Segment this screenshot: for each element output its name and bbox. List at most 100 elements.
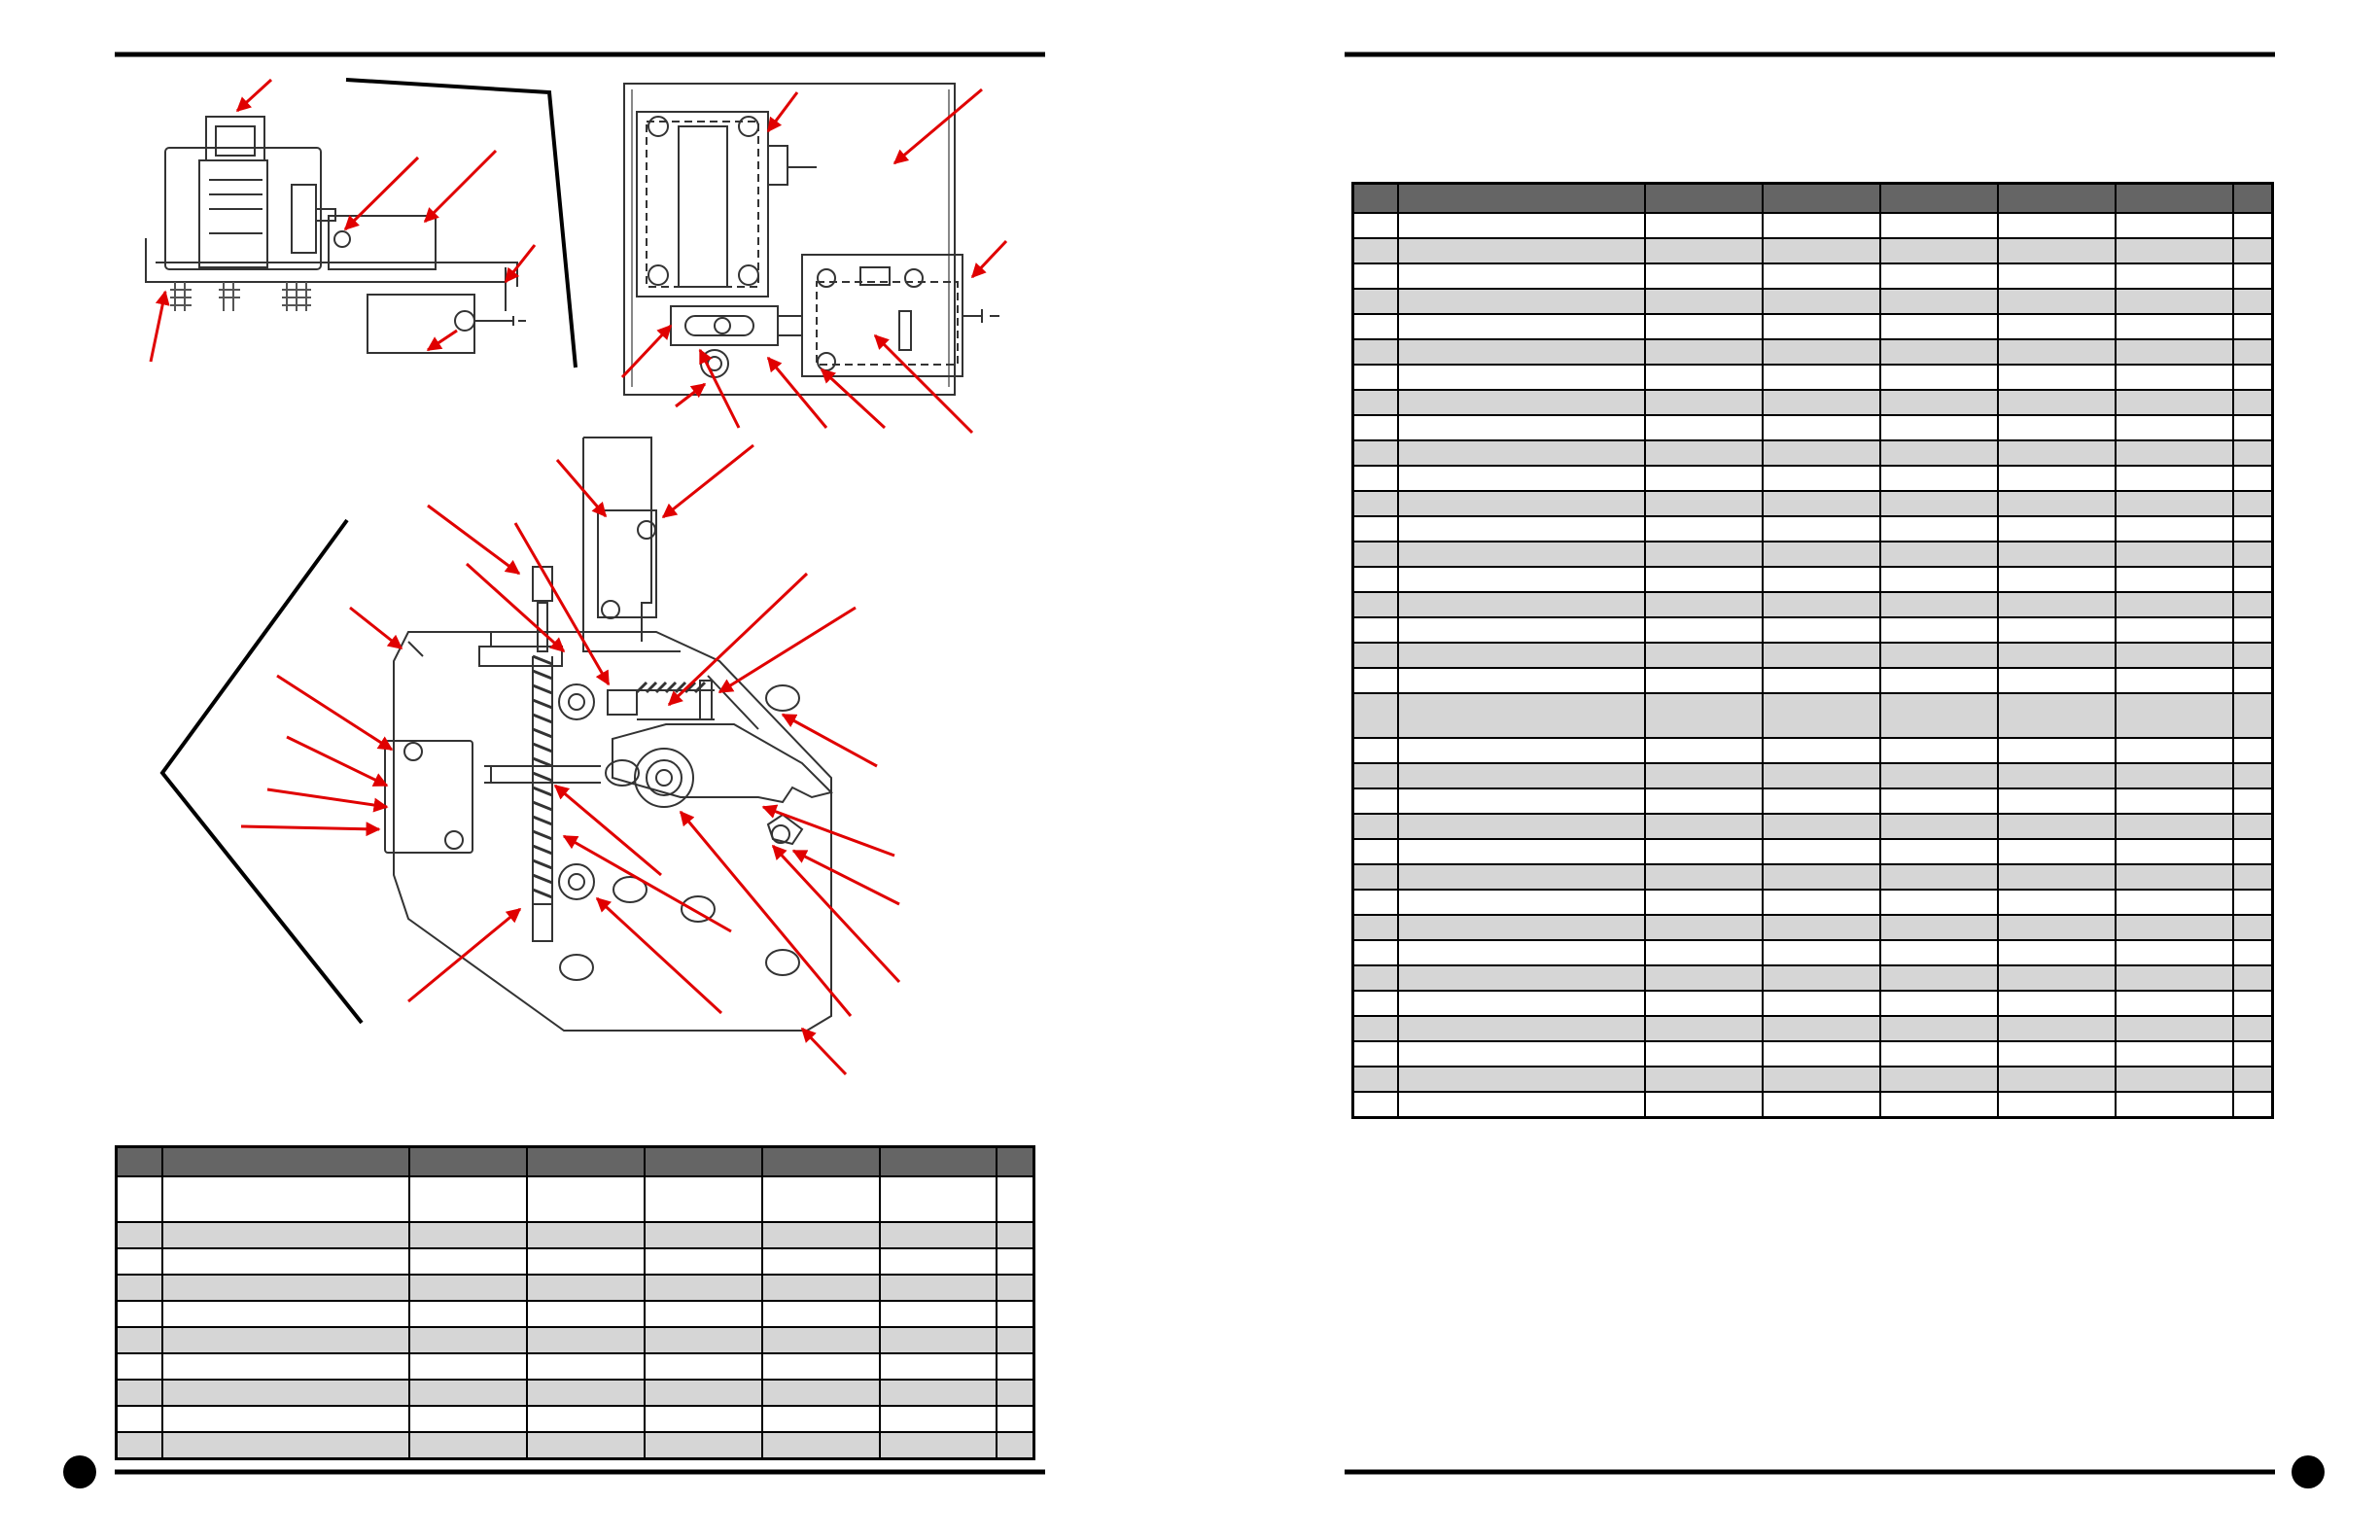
table-cell — [1878, 237, 1999, 264]
callout-arrow — [149, 290, 170, 363]
table-cell — [995, 1326, 1035, 1354]
table-row — [1351, 964, 2274, 992]
callout-arrow — [595, 896, 723, 1015]
table-cell — [1396, 838, 1646, 865]
table-cell — [643, 1221, 763, 1249]
table-cell — [1396, 737, 1646, 764]
table-cell — [1351, 788, 1399, 815]
table-cell — [1761, 237, 1881, 264]
table-cell — [2114, 439, 2234, 467]
table-cell — [115, 1300, 163, 1328]
table-cell — [115, 1431, 163, 1459]
table-cell — [1878, 1015, 1999, 1042]
table-cell — [2231, 889, 2274, 916]
table-cell — [1996, 237, 2117, 264]
table-cell — [643, 1247, 763, 1276]
left-page-marker — [63, 1455, 96, 1488]
table-cell — [1878, 439, 1999, 467]
table-cell — [160, 1405, 410, 1433]
table-cell — [1761, 990, 1881, 1017]
table-cell — [160, 1175, 410, 1223]
table-cell — [995, 1431, 1035, 1459]
table-cell — [2231, 515, 2274, 542]
table-row — [1351, 642, 2274, 669]
table-cell — [1878, 262, 1999, 290]
table-cell — [1351, 1040, 1399, 1068]
table-cell — [1996, 616, 2117, 644]
table-cell — [2114, 1066, 2234, 1093]
table-cell — [407, 1379, 528, 1407]
table-cell — [1351, 914, 1399, 941]
table-row — [115, 1326, 1035, 1354]
table-cell — [1351, 439, 1399, 467]
table-cell — [1761, 813, 1881, 840]
table-cell — [2114, 1091, 2234, 1118]
table-cell — [643, 1300, 763, 1328]
table-cell — [115, 1326, 163, 1354]
table-cell — [1761, 1066, 1881, 1093]
table-cell — [1351, 262, 1399, 290]
table-cell — [2114, 762, 2234, 789]
table-cell — [1761, 616, 1881, 644]
table-cell — [2231, 667, 2274, 694]
table-cell — [160, 1247, 410, 1276]
table-cell — [1351, 465, 1399, 492]
table-row — [1351, 1091, 2274, 1118]
table-cell — [2114, 939, 2234, 966]
callout-arrow — [800, 1027, 848, 1076]
table-cell — [2231, 692, 2274, 739]
table-cell — [1761, 591, 1881, 618]
table-cell — [1396, 813, 1646, 840]
callout-arrow — [698, 348, 741, 429]
table-cell — [2231, 237, 2274, 264]
table-cell — [1996, 964, 2117, 992]
callout-arrow — [286, 735, 389, 788]
callout-arrow — [679, 810, 853, 1017]
table-cell — [2114, 863, 2234, 891]
table-cell — [1761, 1015, 1881, 1042]
callout-arrow — [235, 78, 273, 113]
callout-arrow — [427, 504, 521, 576]
table-cell — [1351, 813, 1399, 840]
table-cell — [2231, 439, 2274, 467]
table-cell — [1643, 737, 1764, 764]
table-cell — [1996, 439, 2117, 467]
callout-arrow — [276, 674, 394, 752]
table-cell — [1351, 1015, 1399, 1042]
column-header — [1878, 182, 1999, 214]
column-header — [760, 1145, 881, 1177]
table-cell — [1396, 964, 1646, 992]
table-row — [1351, 212, 2274, 239]
table-cell — [2114, 338, 2234, 366]
table-cell — [1396, 1040, 1646, 1068]
table-cell — [1878, 788, 1999, 815]
table-cell — [115, 1247, 163, 1276]
table-cell — [1761, 762, 1881, 789]
table-cell — [1643, 515, 1764, 542]
table-cell — [1878, 990, 1999, 1017]
table-cell — [1761, 313, 1881, 340]
table-cell — [2114, 692, 2234, 739]
table-cell — [1878, 863, 1999, 891]
column-header — [1761, 182, 1881, 214]
table-cell — [1351, 541, 1399, 568]
table-cell — [1996, 490, 2117, 517]
table-cell — [878, 1221, 998, 1249]
table-cell — [1996, 863, 2117, 891]
table-cell — [2231, 616, 2274, 644]
table-cell — [2231, 1091, 2274, 1118]
table-cell — [1878, 414, 1999, 441]
table-cell — [1761, 389, 1881, 416]
table-cell — [2114, 237, 2234, 264]
table-cell — [2231, 788, 2274, 815]
table-cell — [643, 1431, 763, 1459]
table-cell — [2231, 338, 2274, 366]
table-cell — [1396, 212, 1646, 239]
table-cell — [760, 1300, 881, 1328]
table-cell — [1351, 237, 1399, 264]
table-cell — [115, 1274, 163, 1302]
figure-top-view — [623, 83, 999, 396]
table-cell — [1351, 737, 1399, 764]
table-cell — [1396, 262, 1646, 290]
table-row — [1351, 288, 2274, 315]
